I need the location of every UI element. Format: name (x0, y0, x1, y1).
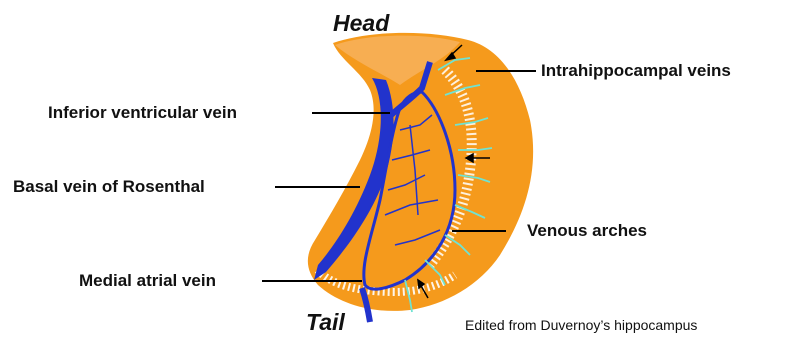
label-intrahippocampal-veins: Intrahippocampal veins (541, 61, 731, 81)
label-inferior-ventricular-vein: Inferior ventricular vein (48, 103, 237, 123)
label-medial-atrial-vein: Medial atrial vein (79, 271, 216, 291)
tail-label: Tail (306, 309, 345, 336)
label-venous-arches: Venous arches (527, 221, 647, 241)
source-credit: Edited from Duvernoy’s hippocampus (465, 317, 697, 333)
head-label: Head (333, 10, 389, 37)
label-basal-vein-of-rosenthal: Basal vein of Rosenthal (13, 177, 205, 197)
